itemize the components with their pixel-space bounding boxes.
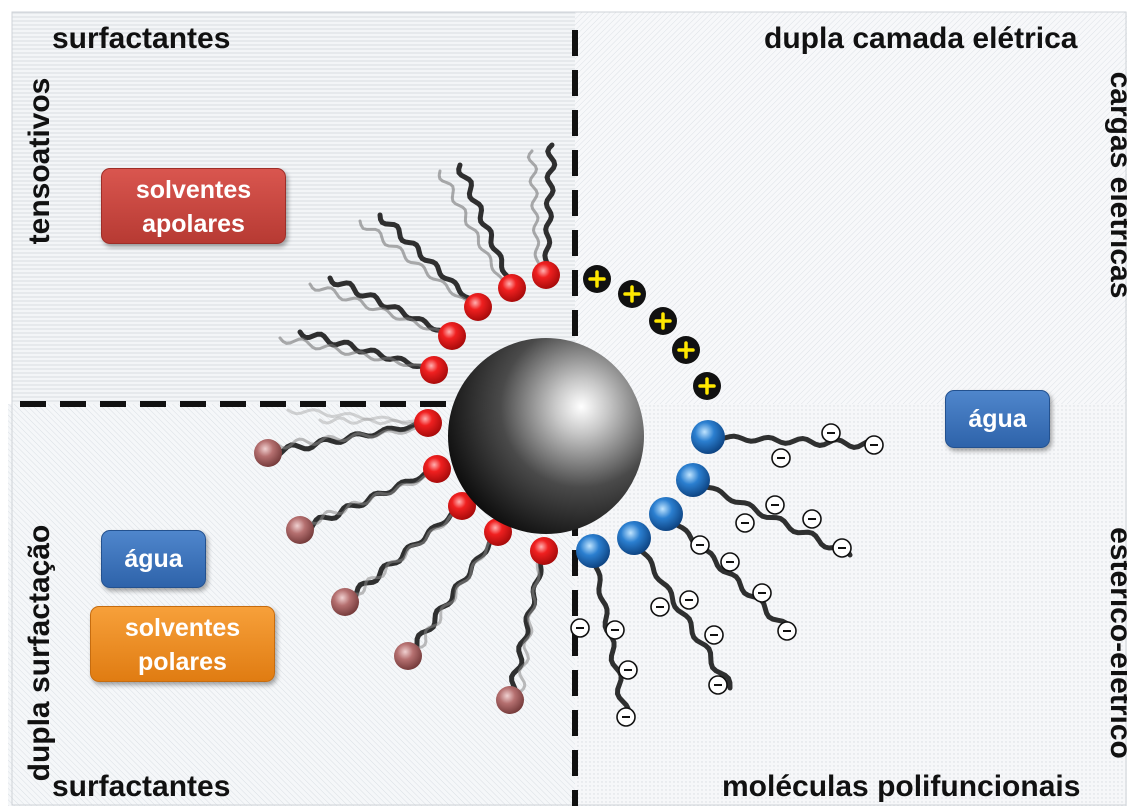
nonpolar-solvents-line2: apolares <box>142 210 245 238</box>
central-particle <box>448 338 644 534</box>
surfactant-head <box>532 261 560 289</box>
label-top-right: dupla camada elétrica <box>764 22 1078 55</box>
label-left-upper-vertical: tensoativos <box>23 77 56 245</box>
quadrant-top-right <box>575 12 1127 404</box>
second-layer-head <box>496 686 524 714</box>
second-layer-head <box>286 516 314 544</box>
positive-charge-sign <box>654 312 672 330</box>
molecule-heads <box>254 261 725 714</box>
label-bottom-right: moléculas polifuncionais <box>722 770 1081 803</box>
positive-charge-sign <box>588 270 606 288</box>
water-right-text: água <box>968 405 1027 433</box>
polar-solvents-box: solventes polares <box>90 606 275 682</box>
polar-solvents-line2: polares <box>138 648 227 676</box>
polar-solvents-line1: solventes <box>124 614 241 642</box>
positive-charge-sign <box>698 377 716 395</box>
label-right-lower-vertical: estérico-elétrico <box>1104 527 1127 759</box>
polyfunctional-head <box>676 463 710 497</box>
quadrant-top-left <box>12 12 575 404</box>
nonpolar-solvents-line1: solventes <box>135 176 252 204</box>
polyfunctional-head <box>691 420 725 454</box>
surfactant-head <box>448 492 476 520</box>
molecule-tails <box>265 142 883 721</box>
surfactant-head <box>420 356 448 384</box>
surfactant-head <box>530 537 558 565</box>
diagram-border <box>11 11 1127 806</box>
polyfunctional-head <box>649 497 683 531</box>
second-layer-head <box>254 439 282 467</box>
positive-charge-sign <box>623 285 641 303</box>
nonpolar-solvents-box: solventes apolares <box>101 168 286 244</box>
label-left-lower-vertical: dupla surfactação <box>23 524 56 782</box>
surfactant-head <box>438 322 466 350</box>
label-top-left: surfactantes <box>52 22 231 55</box>
surfactant-head <box>464 293 492 321</box>
label-bottom-left: surfactantes <box>52 770 231 803</box>
surfactant-head <box>498 274 526 302</box>
water-left-text: água <box>124 545 183 573</box>
second-layer-head <box>331 588 359 616</box>
positive-charge-sign <box>677 341 695 359</box>
label-right-upper-vertical: cargas elétricas <box>1104 71 1127 299</box>
charge-markers <box>570 265 884 727</box>
surfactant-head <box>423 455 451 483</box>
polyfunctional-head <box>576 534 610 568</box>
water-box-left: água <box>101 530 206 588</box>
surfactant-head <box>414 409 442 437</box>
water-box-right: água <box>945 390 1050 448</box>
polyfunctional-head <box>617 521 651 555</box>
second-layer-head <box>394 642 422 670</box>
